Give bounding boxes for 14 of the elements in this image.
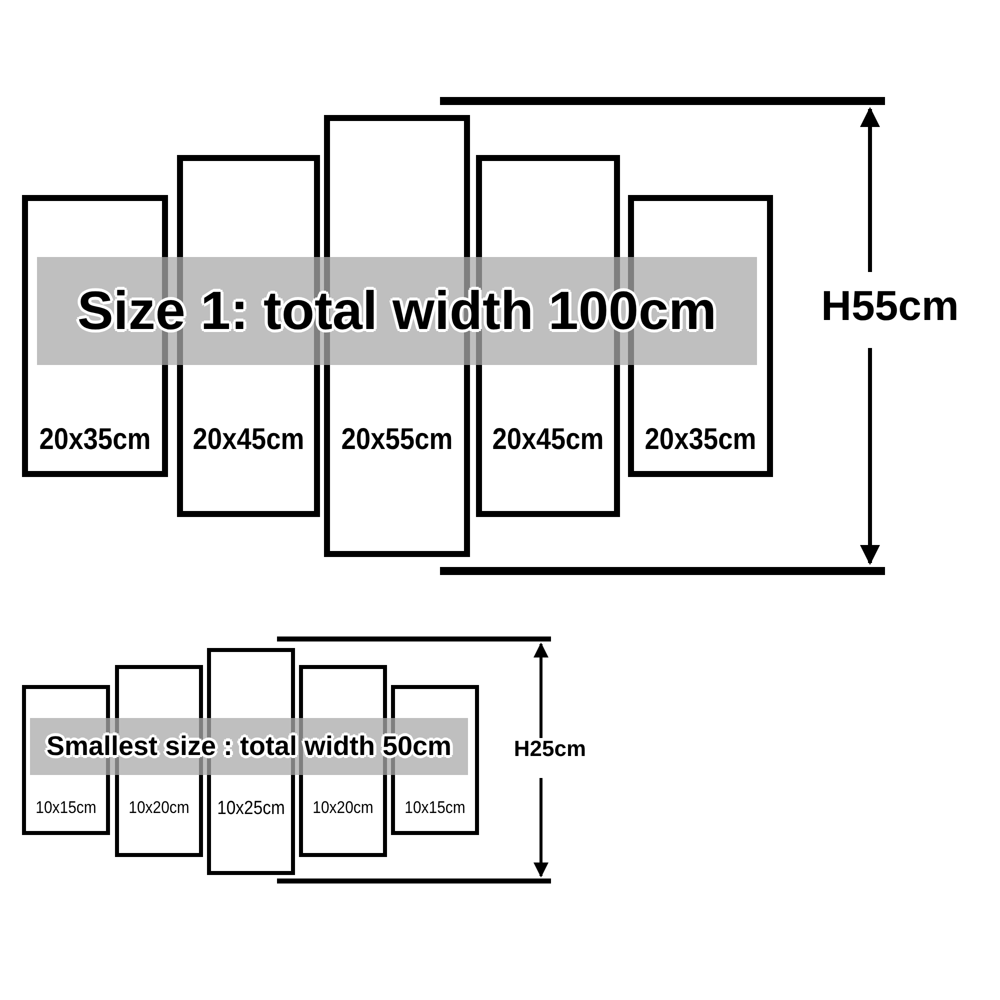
panel-size-label: 20x35cm xyxy=(38,423,152,457)
panel-size-label: 20x45cm xyxy=(491,423,605,457)
panel-size-label: 10x20cm xyxy=(128,798,190,818)
size-heading: Size 1: total width 100cm xyxy=(77,280,717,342)
size-heading: Smallest size : total width 50cm xyxy=(46,731,452,762)
panel-size-label: 10x15cm xyxy=(34,798,98,818)
panel-size-label: 20x55cm xyxy=(340,423,454,457)
panel-size-label: 10x15cm xyxy=(404,798,466,818)
panel-size-label: 20x35cm xyxy=(644,423,758,457)
panel-size-label: 10x20cm xyxy=(312,798,374,818)
height-dimension: H55cm xyxy=(820,282,960,330)
height-dimension: H25cm xyxy=(512,736,588,762)
panel-size-label: 10x25cm xyxy=(216,798,286,820)
panel-size-label: 20x45cm xyxy=(192,423,306,457)
